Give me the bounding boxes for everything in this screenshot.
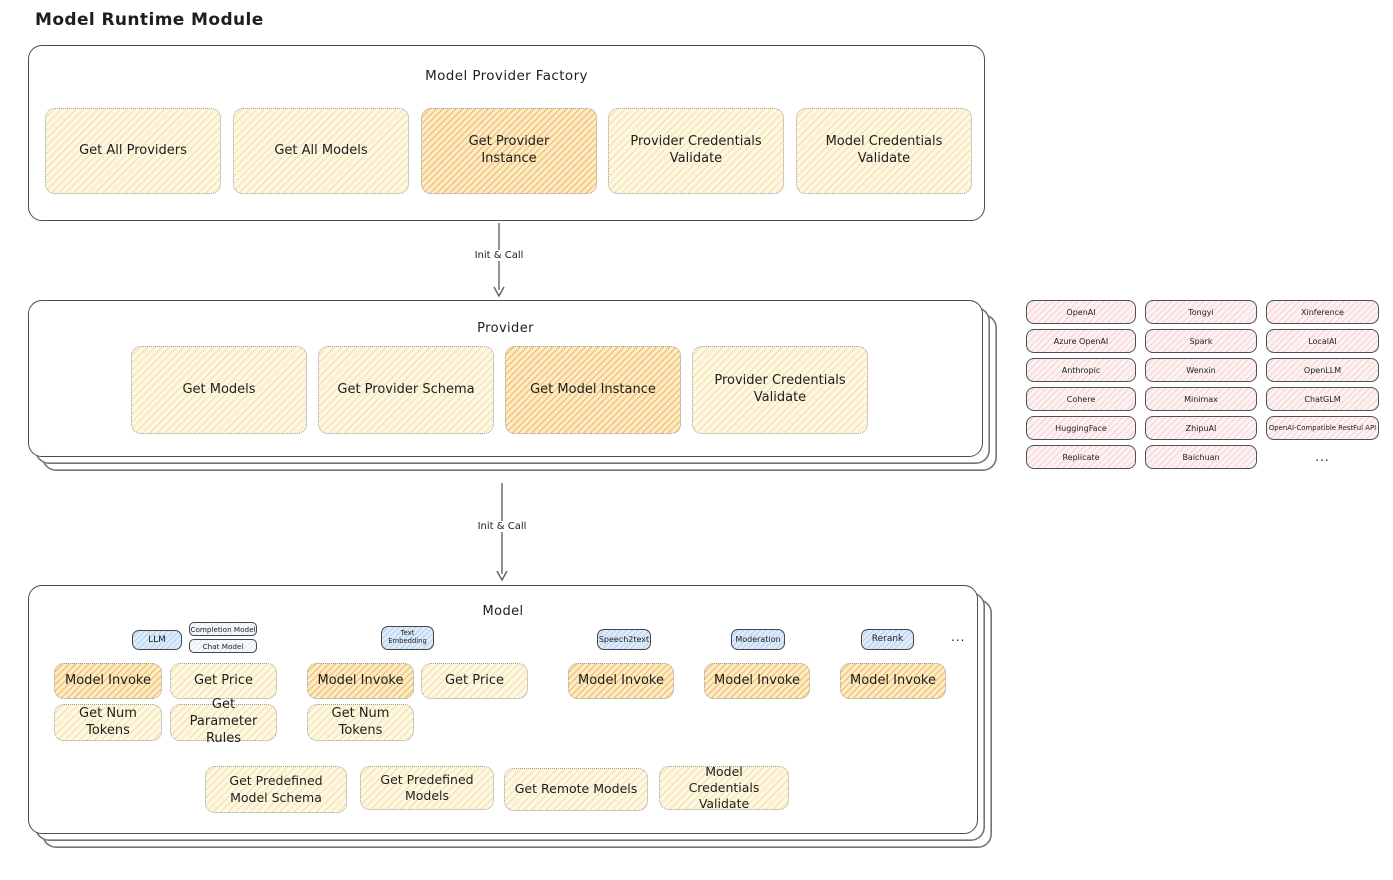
node-llm-model-invoke: Model Invoke bbox=[54, 663, 162, 699]
provider-title: Provider bbox=[477, 321, 534, 336]
node-llm-get-parameter-rules: Get Parameter Rules bbox=[170, 697, 277, 746]
tab-llm: LLM bbox=[132, 630, 182, 650]
node-text-embedding-get-num-tokens: Get Num Tokens bbox=[307, 704, 414, 741]
node-llm-get-price: Get Price bbox=[170, 663, 277, 699]
provider-chip-wenxin: Wenxin bbox=[1145, 358, 1257, 382]
provider-chip-localai: LocalAI bbox=[1266, 329, 1379, 353]
node-model-credentials-validate-2: Model Credentials Validate bbox=[659, 764, 789, 811]
model-frame: Model LLM Completion Model Chat Model Te… bbox=[28, 585, 978, 834]
provider-chip-xinference: Xinference bbox=[1266, 300, 1379, 324]
provider-chip-more: ... bbox=[1315, 450, 1330, 464]
node-get-provider-instance: Get Provider Instance bbox=[421, 108, 597, 194]
provider-chip-baichuan: Baichuan bbox=[1145, 445, 1257, 469]
provider-chip-minimax: Minimax bbox=[1145, 387, 1257, 411]
provider-chip-tongyi: Tongyi bbox=[1145, 300, 1257, 324]
model-title: Model bbox=[482, 604, 524, 619]
node-get-all-providers: Get All Providers bbox=[45, 108, 221, 194]
node-rerank-model-invoke: Model Invoke bbox=[840, 663, 946, 699]
node-get-predefined-models: Get Predefined Models bbox=[360, 766, 494, 810]
factory-frame: Model Provider Factory Get All Providers… bbox=[28, 45, 985, 221]
node-provider-credentials-validate: Provider Credentials Validate bbox=[608, 108, 784, 194]
provider-chip-zhipuai: ZhipuAI bbox=[1145, 416, 1257, 440]
node-get-models: Get Models bbox=[131, 346, 307, 434]
arrow-label-init-call-1: Init & Call bbox=[471, 250, 527, 261]
node-get-predefined-model-schema: Get Predefined Model Schema bbox=[205, 766, 347, 813]
provider-chip-openllm: OpenLLM bbox=[1266, 358, 1379, 382]
node-provider-credentials-validate-2: Provider Credentials Validate bbox=[692, 346, 868, 434]
node-get-model-instance: Get Model Instance bbox=[505, 346, 681, 434]
tab-chat-model: Chat Model bbox=[189, 639, 257, 653]
tab-rerank: Rerank bbox=[861, 629, 914, 650]
tab-moderation: Moderation bbox=[731, 629, 785, 650]
provider-frame: Provider Get Models Get Provider Schema … bbox=[28, 300, 983, 457]
providers-grid: OpenAI Tongyi Xinference Azure OpenAI Sp… bbox=[1026, 300, 1379, 469]
node-llm-get-num-tokens: Get Num Tokens bbox=[54, 704, 162, 741]
provider-chip-openai: OpenAI bbox=[1026, 300, 1136, 324]
provider-chip-spark: Spark bbox=[1145, 329, 1257, 353]
arrow-down-icon-2 bbox=[496, 483, 508, 582]
node-text-embedding-get-price: Get Price bbox=[421, 663, 528, 699]
node-moderation-model-invoke: Model Invoke bbox=[704, 663, 810, 699]
provider-chip-cohere: Cohere bbox=[1026, 387, 1136, 411]
node-model-credentials-validate: Model Credentials Validate bbox=[796, 108, 972, 194]
node-get-all-models: Get All Models bbox=[233, 108, 409, 194]
tab-completion-model: Completion Model bbox=[189, 622, 257, 636]
tab-more: ... bbox=[951, 630, 966, 644]
provider-chip-openai-compatible: OpenAI-Compatible RestFul API bbox=[1266, 416, 1379, 440]
node-get-provider-schema: Get Provider Schema bbox=[318, 346, 494, 434]
tab-text-embedding: Text Embedding bbox=[381, 626, 434, 650]
provider-chip-huggingface: HuggingFace bbox=[1026, 416, 1136, 440]
node-get-remote-models: Get Remote Models bbox=[504, 768, 648, 811]
node-speech2text-model-invoke: Model Invoke bbox=[568, 663, 674, 699]
page-title: Model Runtime Module bbox=[35, 10, 264, 30]
tab-speech2text: Speech2text bbox=[597, 629, 651, 650]
node-text-embedding-model-invoke: Model Invoke bbox=[307, 663, 414, 699]
provider-chip-replicate: Replicate bbox=[1026, 445, 1136, 469]
provider-chip-anthropic: Anthropic bbox=[1026, 358, 1136, 382]
factory-title: Model Provider Factory bbox=[425, 68, 588, 84]
arrow-label-init-call-2: Init & Call bbox=[474, 521, 530, 532]
provider-chip-azure-openai: Azure OpenAI bbox=[1026, 329, 1136, 353]
provider-chip-chatglm: ChatGLM bbox=[1266, 387, 1379, 411]
